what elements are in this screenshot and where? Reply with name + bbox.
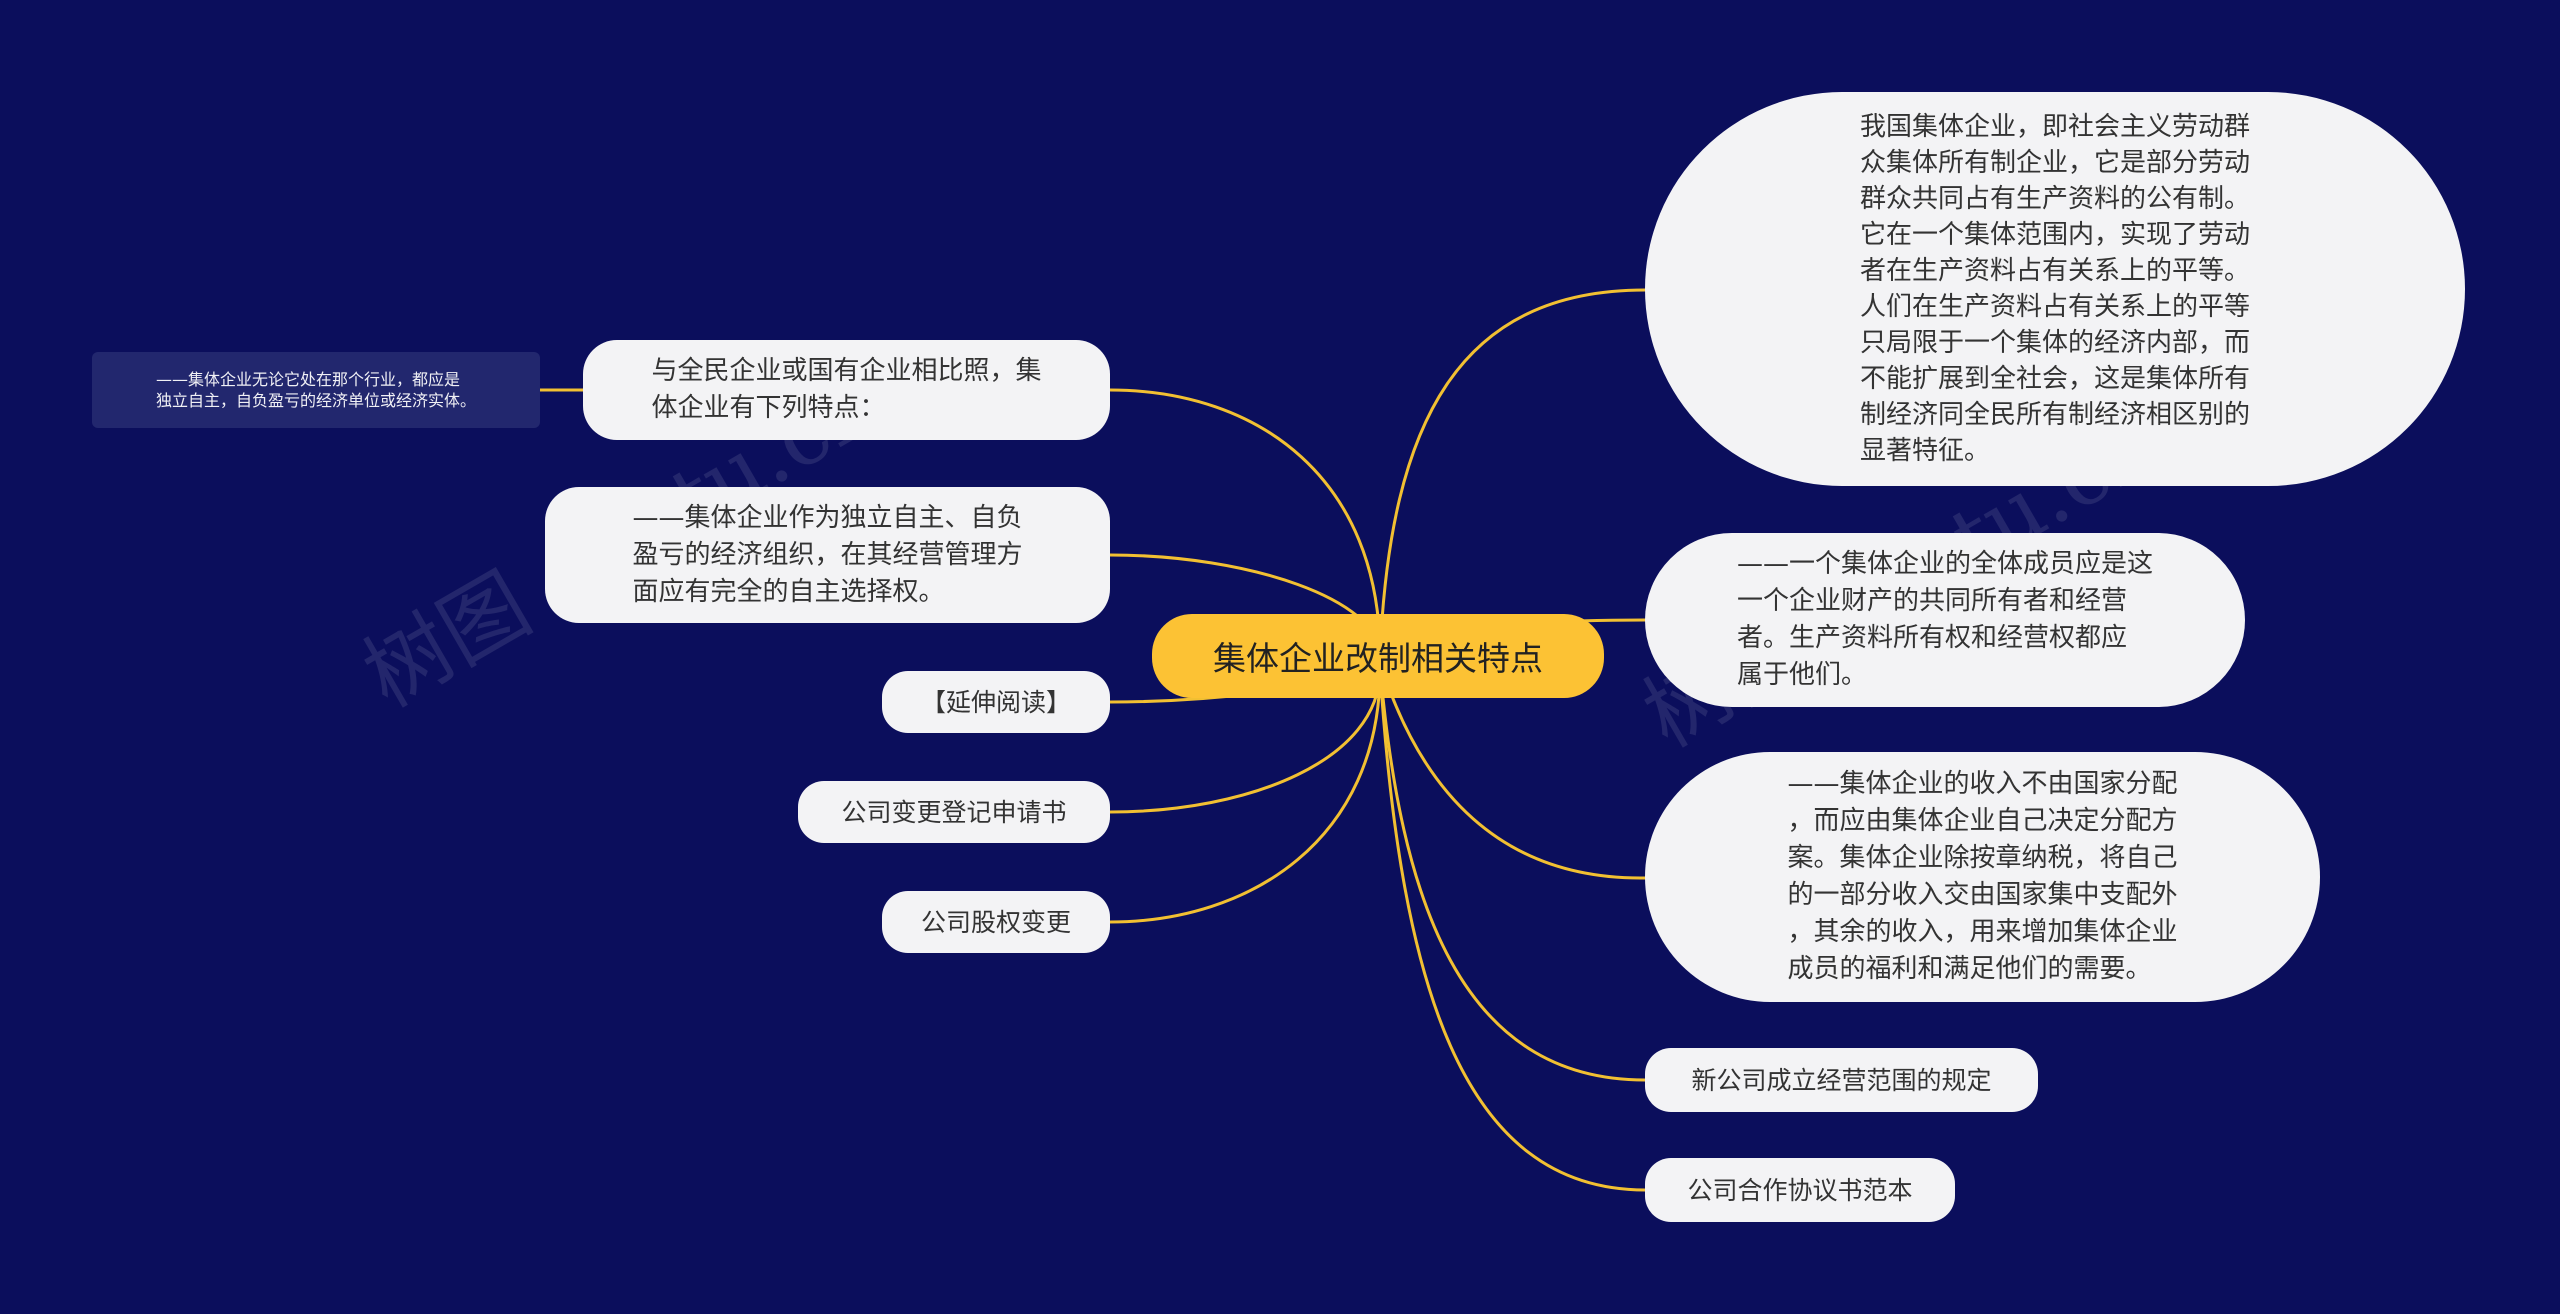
note-independent-unit-text: ——集体企业无论它处在那个行业，都应是 独立自主，自负盈亏的经济单位或经济实体。 bbox=[155, 370, 476, 410]
node-business-scope[interactable]: 新公司成立经营范围的规定 bbox=[1645, 1048, 2038, 1112]
link-root-agreement bbox=[1378, 668, 1647, 1192]
node-definition[interactable]: 我国集体企业，即社会主义劳动群 众集体所有制企业，它是部分劳动 群众共同占有生产… bbox=[1645, 92, 2465, 486]
node-common-owners-text: ——一个集体企业的全体成员应是这 一个企业财产的共同所有者和经营 者。生产资料所… bbox=[1736, 549, 2153, 690]
node-income-distribution[interactable]: ——集体企业的收入不由国家分配 ，而应由集体企业自己决定分配方 案。集体企业除按… bbox=[1645, 752, 2320, 1002]
node-common-owners[interactable]: ——一个集体企业的全体成员应是这 一个企业财产的共同所有者和经营 者。生产资料所… bbox=[1645, 533, 2245, 707]
node-definition-text: 我国集体企业，即社会主义劳动群 众集体所有制企业，它是部分劳动 群众共同占有生产… bbox=[1859, 112, 2250, 466]
link-root-compare bbox=[1108, 388, 1382, 657]
link-root-registration bbox=[1108, 668, 1382, 814]
node-extended-reading-text: 【延伸阅读】 bbox=[920, 687, 1071, 717]
node-cooperation-agreement-text: 公司合作协议书范本 bbox=[1687, 1175, 1913, 1205]
node-equity-change[interactable]: 公司股权变更 bbox=[882, 891, 1110, 953]
node-change-registration[interactable]: 公司变更登记申请书 bbox=[798, 781, 1110, 843]
note-independent-unit[interactable]: ——集体企业无论它处在那个行业，都应是 独立自主，自负盈亏的经济单位或经济实体。 bbox=[92, 352, 540, 428]
node-cooperation-agreement[interactable]: 公司合作协议书范本 bbox=[1645, 1158, 1955, 1222]
node-income-distribution-text: ——集体企业的收入不由国家分配 ，而应由集体企业自己决定分配方 案。集体企业除按… bbox=[1787, 769, 2178, 984]
node-compare-features[interactable]: 与全民企业或国有企业相比照，集 体企业有下列特点： bbox=[583, 340, 1110, 440]
root-topic-label: 集体企业改制相关特点 bbox=[1213, 639, 1543, 678]
link-root-definition bbox=[1378, 288, 1647, 657]
node-equity-change-text: 公司股权变更 bbox=[920, 907, 1071, 937]
node-business-scope-text: 新公司成立经营范围的规定 bbox=[1691, 1065, 1992, 1095]
root-topic[interactable]: 集体企业改制相关特点 bbox=[1152, 614, 1604, 698]
node-compare-features-text: 与全民企业或国有企业相比照，集 体企业有下列特点： bbox=[651, 356, 1042, 423]
node-autonomy-text: ——集体企业作为独立自主、自负 盈亏的经济组织，在其经营管理方 面应有完全的自主… bbox=[632, 502, 1023, 607]
node-extended-reading[interactable]: 【延伸阅读】 bbox=[882, 671, 1110, 733]
link-root-income bbox=[1378, 660, 1647, 880]
node-autonomy[interactable]: ——集体企业作为独立自主、自负 盈亏的经济组织，在其经营管理方 面应有完全的自主… bbox=[545, 487, 1110, 623]
node-change-registration-text: 公司变更登记申请书 bbox=[841, 797, 1067, 827]
link-root-scope bbox=[1378, 664, 1647, 1082]
link-root-equity bbox=[1108, 668, 1382, 924]
